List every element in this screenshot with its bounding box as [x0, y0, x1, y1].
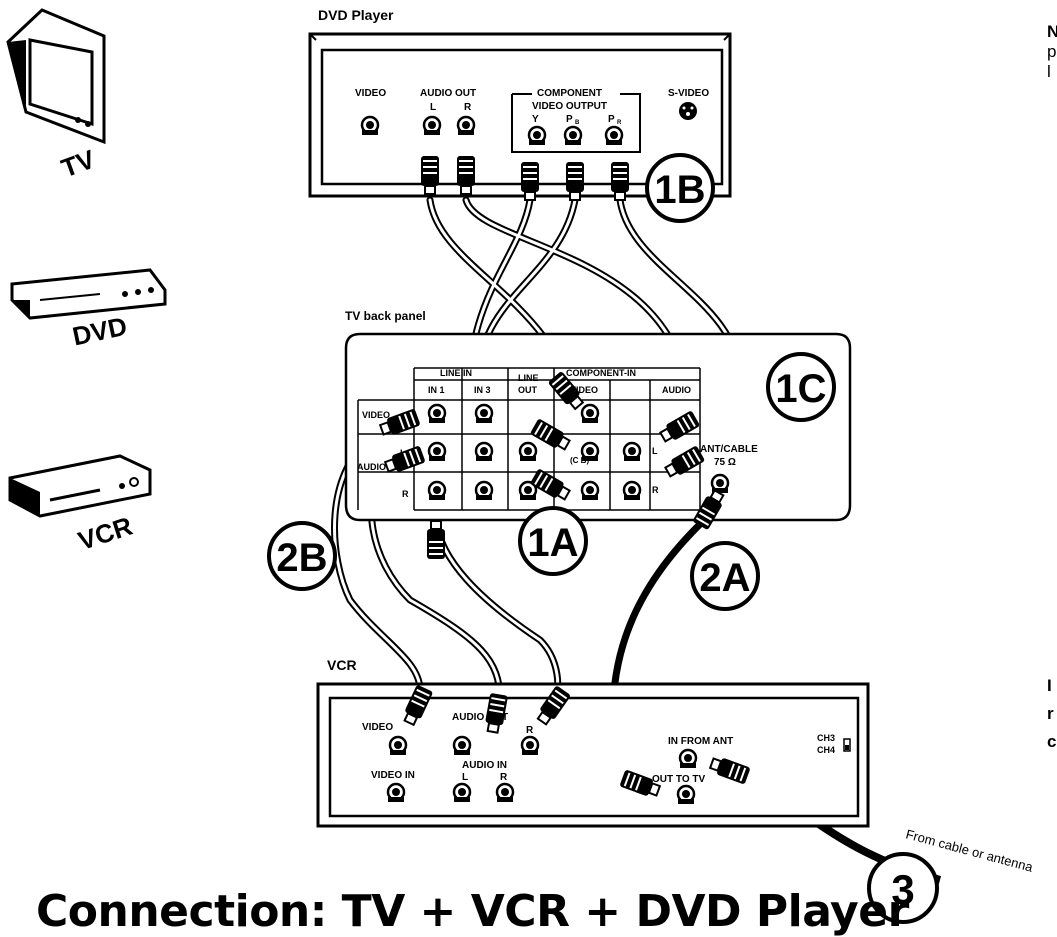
vcr-audio-in-r-jack: [495, 782, 515, 804]
dvd-video-jack: [360, 115, 380, 137]
vcr-out-to-tv-jack: [676, 784, 696, 806]
svg-text:1B: 1B: [654, 168, 705, 212]
vcr-in-from-ant-label: IN FROM ANT: [668, 736, 733, 747]
vcr-ch4-label: CH4: [817, 745, 835, 755]
vcr-r-label: R: [526, 725, 534, 736]
vcr-video-in-label: VIDEO IN: [371, 770, 415, 781]
step-2b-badge: 2B: [267, 521, 337, 591]
dvd-player-label: DVD Player: [318, 7, 394, 23]
side-text-bottom-1: I: [1047, 676, 1052, 695]
dvd-video-output-label: VIDEO OUTPUT: [532, 101, 607, 112]
dvd-audio-out-label: AUDIO OUT: [420, 88, 476, 99]
vcr-audio-in-l-jack: [452, 782, 472, 804]
tv-ohm-label: 75 Ω: [714, 457, 736, 468]
dvd-pr-label: P: [608, 114, 615, 125]
tv-row-video-label: VIDEO: [362, 410, 390, 420]
vcr-audio-l-jack: [452, 735, 472, 757]
svg-text:1A: 1A: [527, 521, 578, 565]
tv-icon: TV: [6, 8, 106, 184]
dvd-pr-jack: [604, 125, 624, 147]
vcr-in-from-ant-jack: [678, 748, 698, 770]
tv-in3-label: IN 3: [474, 385, 491, 395]
svg-text:2B: 2B: [276, 536, 327, 580]
svg-text:2A: 2A: [699, 556, 750, 600]
vcr-video-out-jack: [388, 735, 408, 757]
step-1a-badge: 1A: [518, 506, 588, 576]
dvd-r-label: R: [464, 102, 472, 113]
vcr-audio-in-r-label: R: [500, 772, 508, 783]
tv-label: TV: [57, 144, 99, 184]
dvd-video-label: VIDEO: [355, 88, 386, 99]
step-2a-badge: 2A: [690, 541, 760, 611]
svg-text:1C: 1C: [775, 367, 826, 411]
tv-line-out-1: LINE: [518, 373, 539, 383]
vcr-video-label: VIDEO: [362, 722, 393, 733]
dvd-pb-sub: B: [575, 120, 580, 126]
tv-in1-label: IN 1: [428, 385, 445, 395]
step-1c-badge: 1C: [766, 352, 836, 422]
dvd-l-label: L: [430, 102, 436, 113]
vcr-ch3-label: CH3: [817, 733, 835, 743]
side-text-bottom-2: r: [1047, 704, 1054, 723]
vcr-out-to-tv-label: OUT TO TV: [652, 774, 705, 785]
dvd-y-jack: [527, 125, 547, 147]
vcr-video-in-jack: [386, 782, 406, 804]
vcr-audio-r-jack: [520, 735, 540, 757]
vcr-unit-label: VCR: [327, 657, 357, 673]
tv-cb-label: (C B): [570, 456, 589, 465]
tv-audio-l-label: L: [652, 446, 658, 456]
dvd-s-video-label: S-VIDEO: [668, 88, 709, 99]
vcr-audio-in-l-label: L: [462, 772, 468, 783]
dvd-label: DVD: [70, 311, 130, 352]
tv-line-in-label: LINE IN: [440, 368, 472, 378]
vcr-channel-switch-knob: [845, 745, 849, 750]
side-text-top-3: l: [1047, 62, 1051, 81]
dvd-audio-l-jack: [422, 115, 442, 137]
svg-text:3: 3: [891, 866, 914, 913]
dvd-player-unit: [308, 32, 732, 198]
side-text-top-1: N: [1047, 22, 1057, 41]
side-text-bottom-3: c: [1047, 732, 1057, 751]
vcr-icon: VCR: [8, 454, 152, 557]
tv-ant-cable-label: ANT/CABLE: [700, 444, 758, 455]
side-text-top-2: p: [1047, 42, 1057, 61]
tv-component-in-label: COMPONENT-IN: [566, 368, 636, 378]
dvd-pr-sub: R: [617, 120, 622, 126]
step-3-badge: 3: [867, 852, 939, 924]
tv-audio-col-label: AUDIO: [662, 385, 691, 395]
dvd-pb-label: P: [566, 114, 573, 125]
vcr-audio-out-label: AUDIO OUT: [452, 712, 508, 723]
dvd-component-label: COMPONENT: [537, 88, 602, 99]
dvd-icon: DVD: [10, 268, 167, 352]
dvd-pb-jack: [563, 125, 583, 147]
tv-row-r-label: R: [402, 489, 409, 499]
step-1b-badge: 1B: [645, 153, 715, 223]
dvd-y-label: Y: [532, 114, 539, 125]
tv-video-col-label: VIDEO: [570, 385, 598, 395]
tv-row-audio-label: AUDIO: [357, 462, 386, 472]
tv-panel-label: TV back panel: [345, 309, 426, 323]
tv-audio-r-label: R: [652, 485, 659, 495]
dvd-audio-r-jack: [456, 115, 476, 137]
tv-line-out-2: OUT: [518, 385, 538, 395]
vcr-audio-in-label: AUDIO IN: [462, 760, 507, 771]
page-title: Connection: TV + VCR + DVD Player: [36, 886, 909, 937]
vcr-label: VCR: [74, 511, 136, 557]
dvd-s-video-jack: [679, 102, 697, 120]
